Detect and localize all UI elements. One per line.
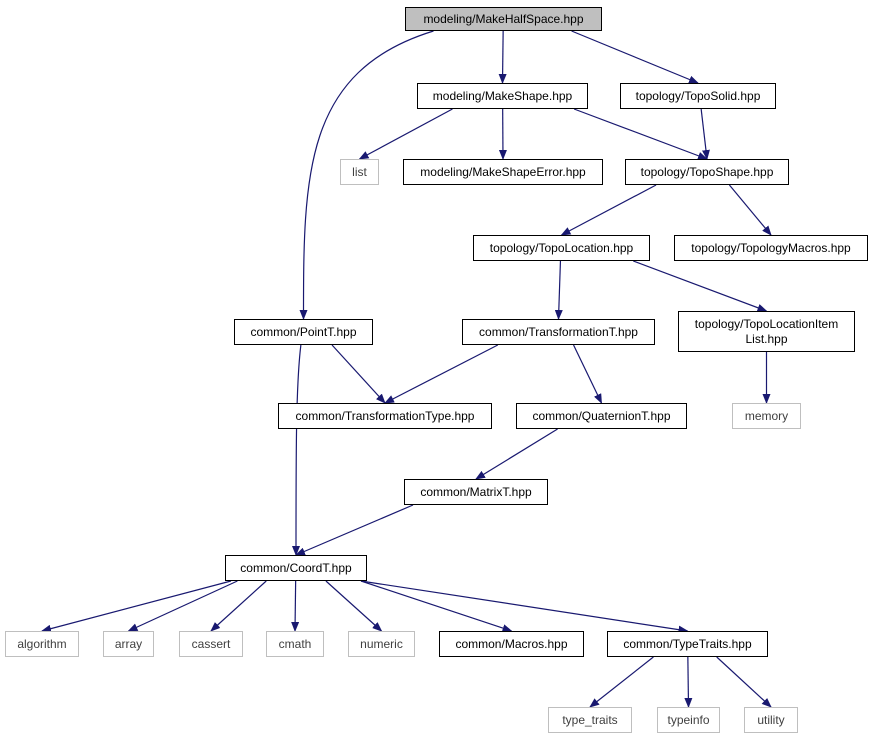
- edge-matrixt-to-coordt: [295, 504, 414, 556]
- node-label: common/MatrixT.hpp: [420, 484, 532, 499]
- edge-topolocation-to-topolocationitemlist: [633, 260, 768, 312]
- edge-makeshape-to-toposhape: [573, 108, 708, 160]
- edge-coordt-to-macros: [360, 580, 513, 632]
- node-label: cmath: [278, 636, 312, 651]
- node-label: array: [114, 636, 143, 651]
- edge-typetraits-to-type_traits: [589, 656, 654, 708]
- edge-typetraits-to-utility: [716, 656, 772, 708]
- node-pointt[interactable]: common/PointT.hpp: [234, 319, 373, 345]
- edge-coordt-to-algorithm: [41, 580, 232, 633]
- edge-toposhape-to-topologymacros: [728, 184, 772, 236]
- node-label: topology/TopoShape.hpp: [640, 164, 774, 179]
- node-topolocation[interactable]: topology/TopoLocation.hpp: [473, 235, 650, 261]
- edge-pointt-to-transformationtype: [331, 344, 386, 404]
- node-root[interactable]: modeling/MakeHalfSpace.hpp: [405, 7, 602, 31]
- node-label: type_traits: [562, 712, 618, 727]
- node-makeshape[interactable]: modeling/MakeShape.hpp: [417, 83, 588, 109]
- node-label: topology/TopoLocation.hpp: [489, 240, 634, 255]
- node-toposhape[interactable]: topology/TopoShape.hpp: [625, 159, 789, 185]
- node-label: common/CoordT.hpp: [240, 560, 352, 575]
- edge-coordt-to-typetraits: [360, 580, 689, 634]
- node-label: cassert: [191, 636, 231, 651]
- node-array: array: [103, 631, 154, 657]
- node-numeric: numeric: [348, 631, 415, 657]
- node-label: list: [352, 164, 367, 179]
- node-label: topology/TopoSolid.hpp: [635, 88, 761, 103]
- edge-coordt-to-numeric: [325, 580, 383, 632]
- node-macros[interactable]: common/Macros.hpp: [439, 631, 584, 657]
- edge-coordt-to-cmath: [291, 580, 300, 632]
- node-label: common/Macros.hpp: [455, 636, 568, 651]
- node-label: typeinfo: [667, 712, 710, 727]
- node-utility: utility: [744, 707, 798, 733]
- edge-quaterniont-to-matrixt: [475, 428, 558, 480]
- node-type_traits: type_traits: [548, 707, 632, 733]
- node-label: common/TransformationType.hpp: [295, 408, 475, 423]
- node-transformationtype[interactable]: common/TransformationType.hpp: [278, 403, 492, 429]
- node-toposolid[interactable]: topology/TopoSolid.hpp: [620, 83, 776, 109]
- node-label: algorithm: [17, 636, 67, 651]
- node-label: common/QuaternionT.hpp: [532, 408, 671, 423]
- edge-transformationt-to-transformationtype: [384, 344, 499, 404]
- node-transformationt[interactable]: common/TransformationT.hpp: [462, 319, 655, 345]
- node-makeshapeerror[interactable]: modeling/MakeShapeError.hpp: [403, 159, 603, 185]
- edge-makeshape-to-list: [358, 108, 453, 160]
- node-label: modeling/MakeShapeError.hpp: [420, 164, 586, 179]
- node-label: modeling/MakeShape.hpp: [432, 88, 573, 103]
- node-cmath: cmath: [266, 631, 324, 657]
- node-label: modeling/MakeHalfSpace.hpp: [423, 11, 584, 26]
- node-label: memory: [744, 408, 789, 423]
- edge-root-to-toposolid: [571, 30, 699, 84]
- edge-coordt-to-cassert: [210, 580, 267, 632]
- edge-topolocation-to-transformationt: [554, 260, 563, 320]
- edge-transformationt-to-quaterniont: [573, 344, 603, 404]
- node-label: utility: [757, 712, 785, 727]
- node-label: numeric: [360, 636, 403, 651]
- node-list: list: [340, 159, 379, 185]
- node-label: topology/TopologyMacros.hpp: [691, 240, 851, 255]
- node-typeinfo: typeinfo: [657, 707, 720, 733]
- edge-typetraits-to-typeinfo: [684, 656, 693, 708]
- node-cassert: cassert: [179, 631, 243, 657]
- node-label: common/PointT.hpp: [250, 324, 357, 339]
- node-algorithm: algorithm: [5, 631, 79, 657]
- node-topologymacros[interactable]: topology/TopologyMacros.hpp: [674, 235, 868, 261]
- node-quaterniont[interactable]: common/QuaternionT.hpp: [516, 403, 687, 429]
- edge-toposolid-to-toposhape: [700, 108, 710, 160]
- node-coordt[interactable]: common/CoordT.hpp: [225, 555, 367, 581]
- node-memory: memory: [732, 403, 801, 429]
- edge-toposhape-to-topolocation: [560, 184, 657, 236]
- edge-pointt-to-coordt: [292, 344, 302, 556]
- edge-root-to-pointt: [299, 30, 434, 320]
- node-label: common/TypeTraits.hpp: [623, 636, 752, 651]
- edge-root-to-makeshape: [498, 30, 507, 84]
- node-matrixt[interactable]: common/MatrixT.hpp: [404, 479, 548, 505]
- node-typetraits[interactable]: common/TypeTraits.hpp: [607, 631, 768, 657]
- node-label: common/TransformationT.hpp: [479, 324, 638, 339]
- edge-coordt-to-array: [127, 580, 238, 632]
